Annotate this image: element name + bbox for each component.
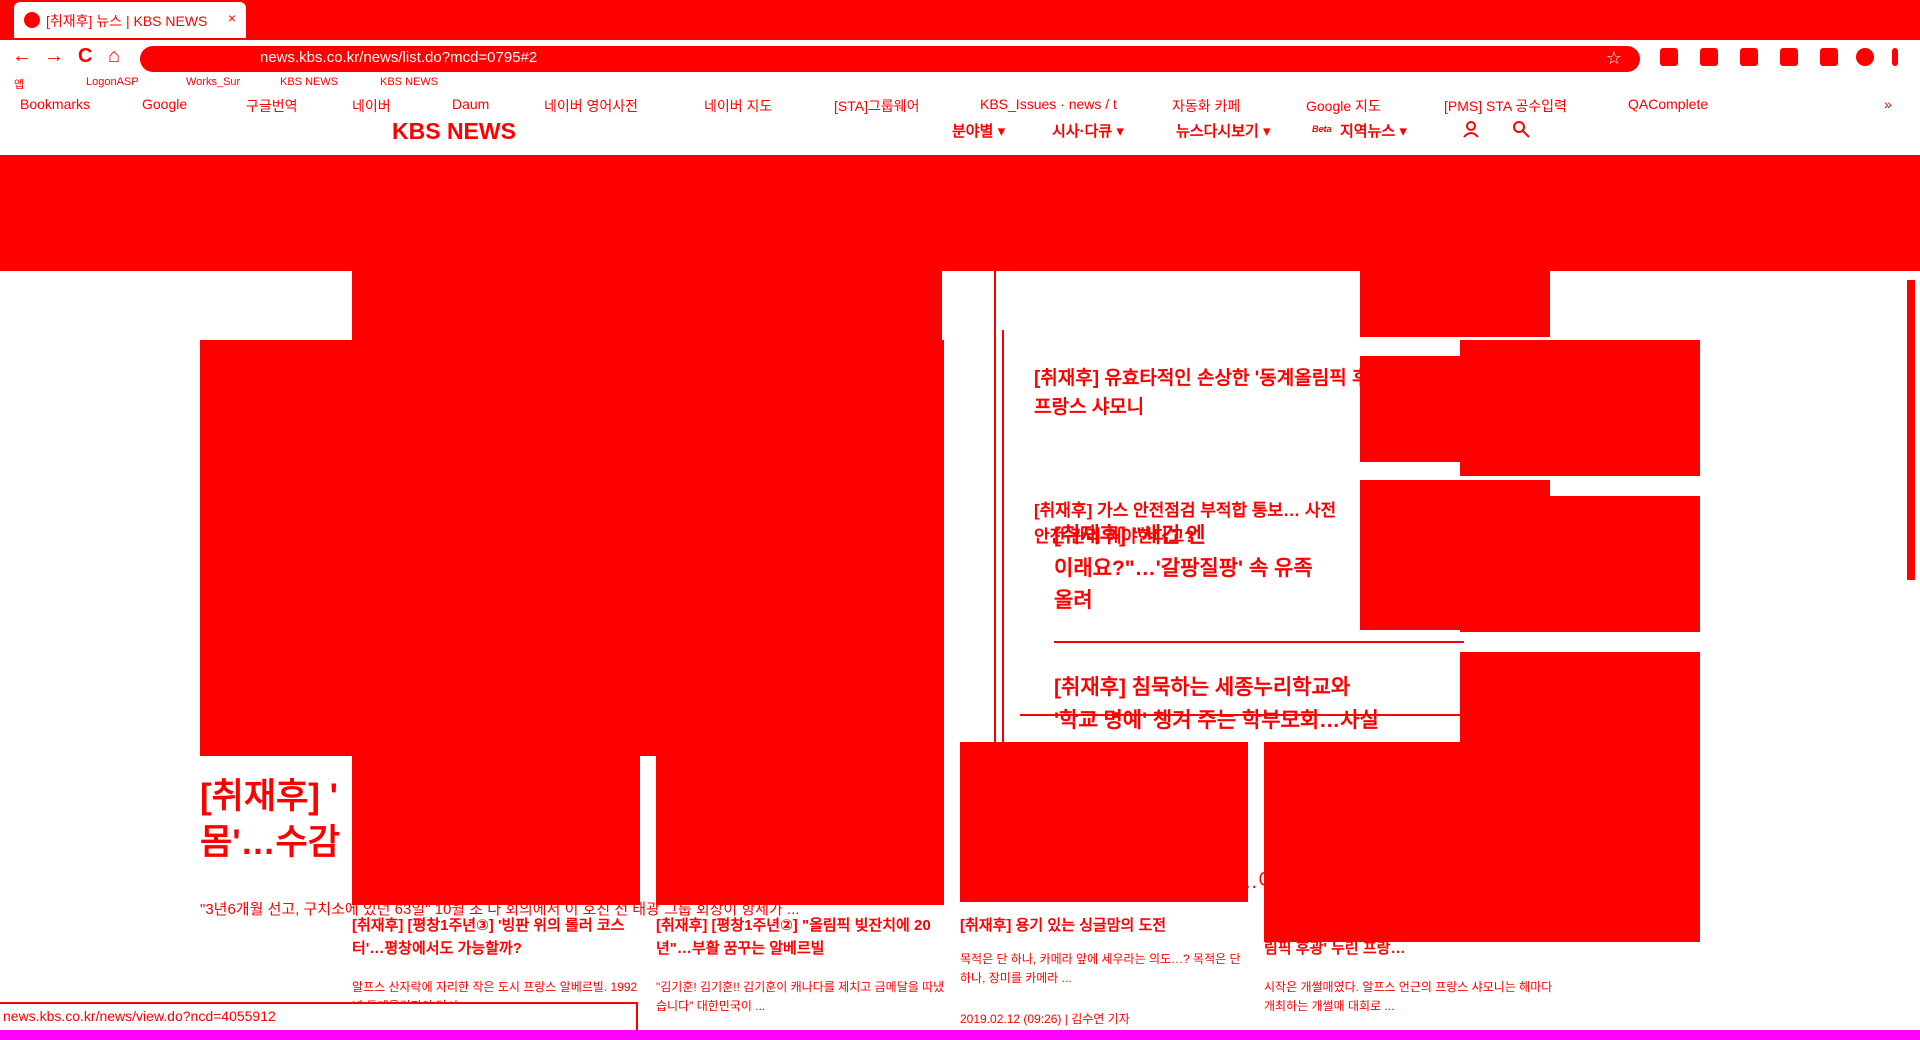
bookmark-logonasp[interactable]: LogonASP [86, 76, 139, 88]
card-4-title[interactable]: [취재후] [평창1주년①] 시작은 개썰매…'동계올림픽 후광' 누린 프랑… [1264, 917, 1557, 958]
tab-title: [취재후] 뉴스 | KBS NEWS [46, 13, 208, 29]
main-headline-line1[interactable]: [취재후] ' [200, 777, 338, 816]
menu-kebab-icon[interactable] [1892, 48, 1898, 66]
side-headline-3[interactable]: [취재후] 침묵하는 세종누리학교와 '학교 명예' 챙겨 주는 학부모회…사실 [1054, 672, 1474, 737]
main-headline-line2[interactable]: 몸'…수감 [200, 822, 340, 862]
window-bottom-edge [0, 1030, 1920, 1040]
side-headline-1b-text[interactable]: [취재후] 가스 안전점검 부적합 통보… 사전 안전 관리 해야한다고? [1034, 501, 1337, 547]
side-thumb-1b[interactable] [1460, 340, 1700, 476]
beta-badge: Beta [1312, 124, 1332, 134]
page-scrollbar[interactable] [1904, 160, 1918, 1000]
bookmark-pms[interactable]: [PMS] STA 공수입력 [1444, 98, 1567, 114]
side-headline-2[interactable]: [취재후] "새건 엔 이래요?"…'갈팡질팡' 속 유족 올려 [1054, 520, 1414, 618]
side-extra-2[interactable]: 올 90%…어 [1170, 870, 1278, 893]
browser-tab[interactable]: [취재후] 뉴스 | KBS NEWS × [14, 2, 246, 38]
card-4-desc: 시작은 개썰매였다. 알프스 언근의 프랑스 샤모니는 해마다 개최하는 개썰매… [1264, 980, 1553, 1014]
bookmark-groupware[interactable]: [STA]그룹웨어 [834, 98, 920, 114]
bookmark-works[interactable]: Works_Sur [186, 76, 241, 88]
extension-icon[interactable] [1780, 48, 1798, 66]
bookmarks-bar: Bookmarks Google 구글번역 네이버 Daum 네이버 영어사전 … [0, 94, 1920, 118]
main-headline[interactable]: [취재후] ' 몸'…수감 [200, 774, 340, 865]
card-1-thumbnail[interactable] [352, 740, 640, 905]
forward-arrow-icon[interactable]: → [44, 45, 64, 67]
side-headline-2-line3[interactable]: 올려 [1054, 589, 1093, 613]
extension-icon[interactable] [1740, 48, 1758, 66]
reload-icon[interactable]: C [78, 45, 93, 67]
extension-icon[interactable] [1820, 48, 1838, 66]
card-2-desc: "김기훈! 김기훈!! 김기훈이 캐나다를 제치고 금메달을 따냈습니다" 대한… [656, 980, 945, 1014]
bookmark-naver-map[interactable]: 네이버 지도 [704, 98, 773, 114]
nav-category[interactable]: 분야별 ▾ [952, 123, 1006, 140]
side-headline-2-line2[interactable]: 이래요?"…'갈팡질팡' 속 유족 [1054, 556, 1313, 580]
status-url: news.kbs.co.kr/news/view.do?ncd=4055912 [3, 1008, 276, 1024]
main-article-image-top [352, 191, 942, 441]
side-headline-1[interactable]: [취재후] 유효타적인 손상한 '동계올림픽 후광' 누린 프랑스 샤모니 [1034, 364, 1454, 423]
bookmark-google-map[interactable]: Google 지도 [1306, 98, 1381, 114]
extension-icon[interactable] [1700, 48, 1718, 66]
side-headline-1b[interactable]: [취재후] 가스 안전점검 부적합 통보… 사전 안전 관리 해야한다고? [1034, 498, 1354, 551]
scrollbar-thumb[interactable] [1907, 280, 1915, 580]
side-headline-2-line1[interactable]: [취재후] "새건 엔 [1054, 524, 1206, 547]
bookmark-kbs-news-2[interactable]: KBS NEWS [380, 76, 439, 88]
side-extra-1[interactable]: 혼 4년에 [1170, 834, 1246, 857]
site-logo[interactable]: KBS NEWS [392, 118, 516, 144]
extension-icon[interactable] [1660, 48, 1678, 66]
side-headline-3-line2[interactable]: '학교 명예' 챙겨 주는 학부모회…사실 [1054, 708, 1379, 732]
link-status-bar: news.kbs.co.kr/news/view.do?ncd=4055912 [0, 1002, 638, 1032]
bookmark-kbs-news[interactable]: KBS NEWS [280, 76, 339, 88]
bookmark-apps[interactable]: 앱 [14, 79, 25, 91]
side-headline-3-line1[interactable]: [취재후] 침묵하는 세종누리학교와 [1054, 676, 1351, 699]
user-icon[interactable] [1462, 120, 1480, 138]
bookmark-automation[interactable]: 자동화 카페 [1172, 98, 1241, 114]
header-red-overlay [0, 191, 1920, 271]
back-arrow-icon[interactable]: ← [12, 45, 32, 67]
card-3-date: 2019.02.12 (09:26) [960, 1012, 1062, 1026]
side-separator [1054, 641, 1464, 643]
nav-current-affairs[interactable]: 시사·다큐 ▾ [1052, 123, 1124, 140]
card-3-title[interactable]: [취재후] 용기 있는 싱글맘의 도전 [960, 917, 1167, 934]
sticky-header-band [0, 155, 1920, 191]
card-3-meta: 2019.02.12 (09:26) | 김수연 기자 [960, 1010, 1130, 1029]
bookmark-kbs-issues[interactable]: KBS_Issues · news / t [980, 96, 1117, 112]
side-thumb-top [1360, 271, 1550, 337]
card-3-desc: 목적은 단 하나, 카메라 앞에 세우라는 의도…? 목적은 단 하나, 장미를… [960, 952, 1241, 986]
bookmark-star-icon[interactable]: ☆ [1605, 48, 1622, 68]
bookmark-naver[interactable]: 네이버 [352, 98, 391, 114]
bookmarks-bar-apps: 앱 LogonASP Works_Sur KBS NEWS KBS NEWS [0, 76, 1920, 94]
bookmark-bookmarks[interactable]: Bookmarks [20, 96, 91, 112]
bookmark-qacomplete[interactable]: QAComplete [1628, 96, 1709, 112]
address-bar[interactable]: news.kbs.co.kr/news/list.do?mcd=0795#2 ☆ [140, 46, 1640, 72]
card-2-thumbnail[interactable] [656, 740, 944, 905]
home-icon[interactable]: ⌂ [108, 45, 121, 67]
bookmark-naver-dict[interactable]: 네이버 영어사전 [544, 98, 639, 114]
meta-divider: | [1064, 1012, 1072, 1026]
profile-avatar-icon[interactable] [1856, 48, 1874, 66]
address-url[interactable]: news.kbs.co.kr/news/list.do?mcd=0795#2 [260, 49, 538, 66]
card-3-reporter: 김수연 기자 [1071, 1012, 1130, 1026]
nav-replay[interactable]: 뉴스다시보기 ▾ [1176, 123, 1271, 140]
side-thumb-3[interactable] [1460, 652, 1700, 788]
column-divider-2 [1002, 330, 1004, 750]
main-summary[interactable]: "3년6개월 선고, 구치소에 있던 63일" 10월 초 다 회의에서 이 호… [200, 901, 800, 918]
side-headline-1-text[interactable]: [취재후] 유효타적인 손상한 '동계올림픽 후광' 누린 프랑스 샤모니 [1034, 368, 1432, 419]
card-2-title[interactable]: [취재후] [평창1주년②] "올림픽 빚잔치에 20년"…부활 꿈꾸는 알베르… [656, 917, 931, 958]
card-1-title[interactable]: [취재후] [평창1주년③] '빙판 위의 롤러 코스터'…평창에서도 가능할까… [352, 917, 625, 958]
tab-strip [0, 0, 1920, 40]
kbs-favicon-icon [24, 12, 40, 28]
side-thumb-2b[interactable] [1460, 496, 1700, 632]
search-icon[interactable] [1512, 120, 1530, 138]
bookmark-translate[interactable]: 구글번역 [246, 98, 298, 114]
bookmarks-overflow-icon[interactable]: » [1884, 96, 1892, 112]
section-separator [1020, 714, 1700, 716]
card-3-thumbnail[interactable] [960, 742, 1248, 902]
bookmark-google[interactable]: Google [142, 96, 188, 112]
tab-close-icon[interactable]: × [227, 10, 236, 26]
nav-regional[interactable]: 지역뉴스 ▾ [1340, 123, 1407, 140]
column-divider [994, 190, 996, 750]
bookmark-daum[interactable]: Daum [452, 96, 490, 112]
